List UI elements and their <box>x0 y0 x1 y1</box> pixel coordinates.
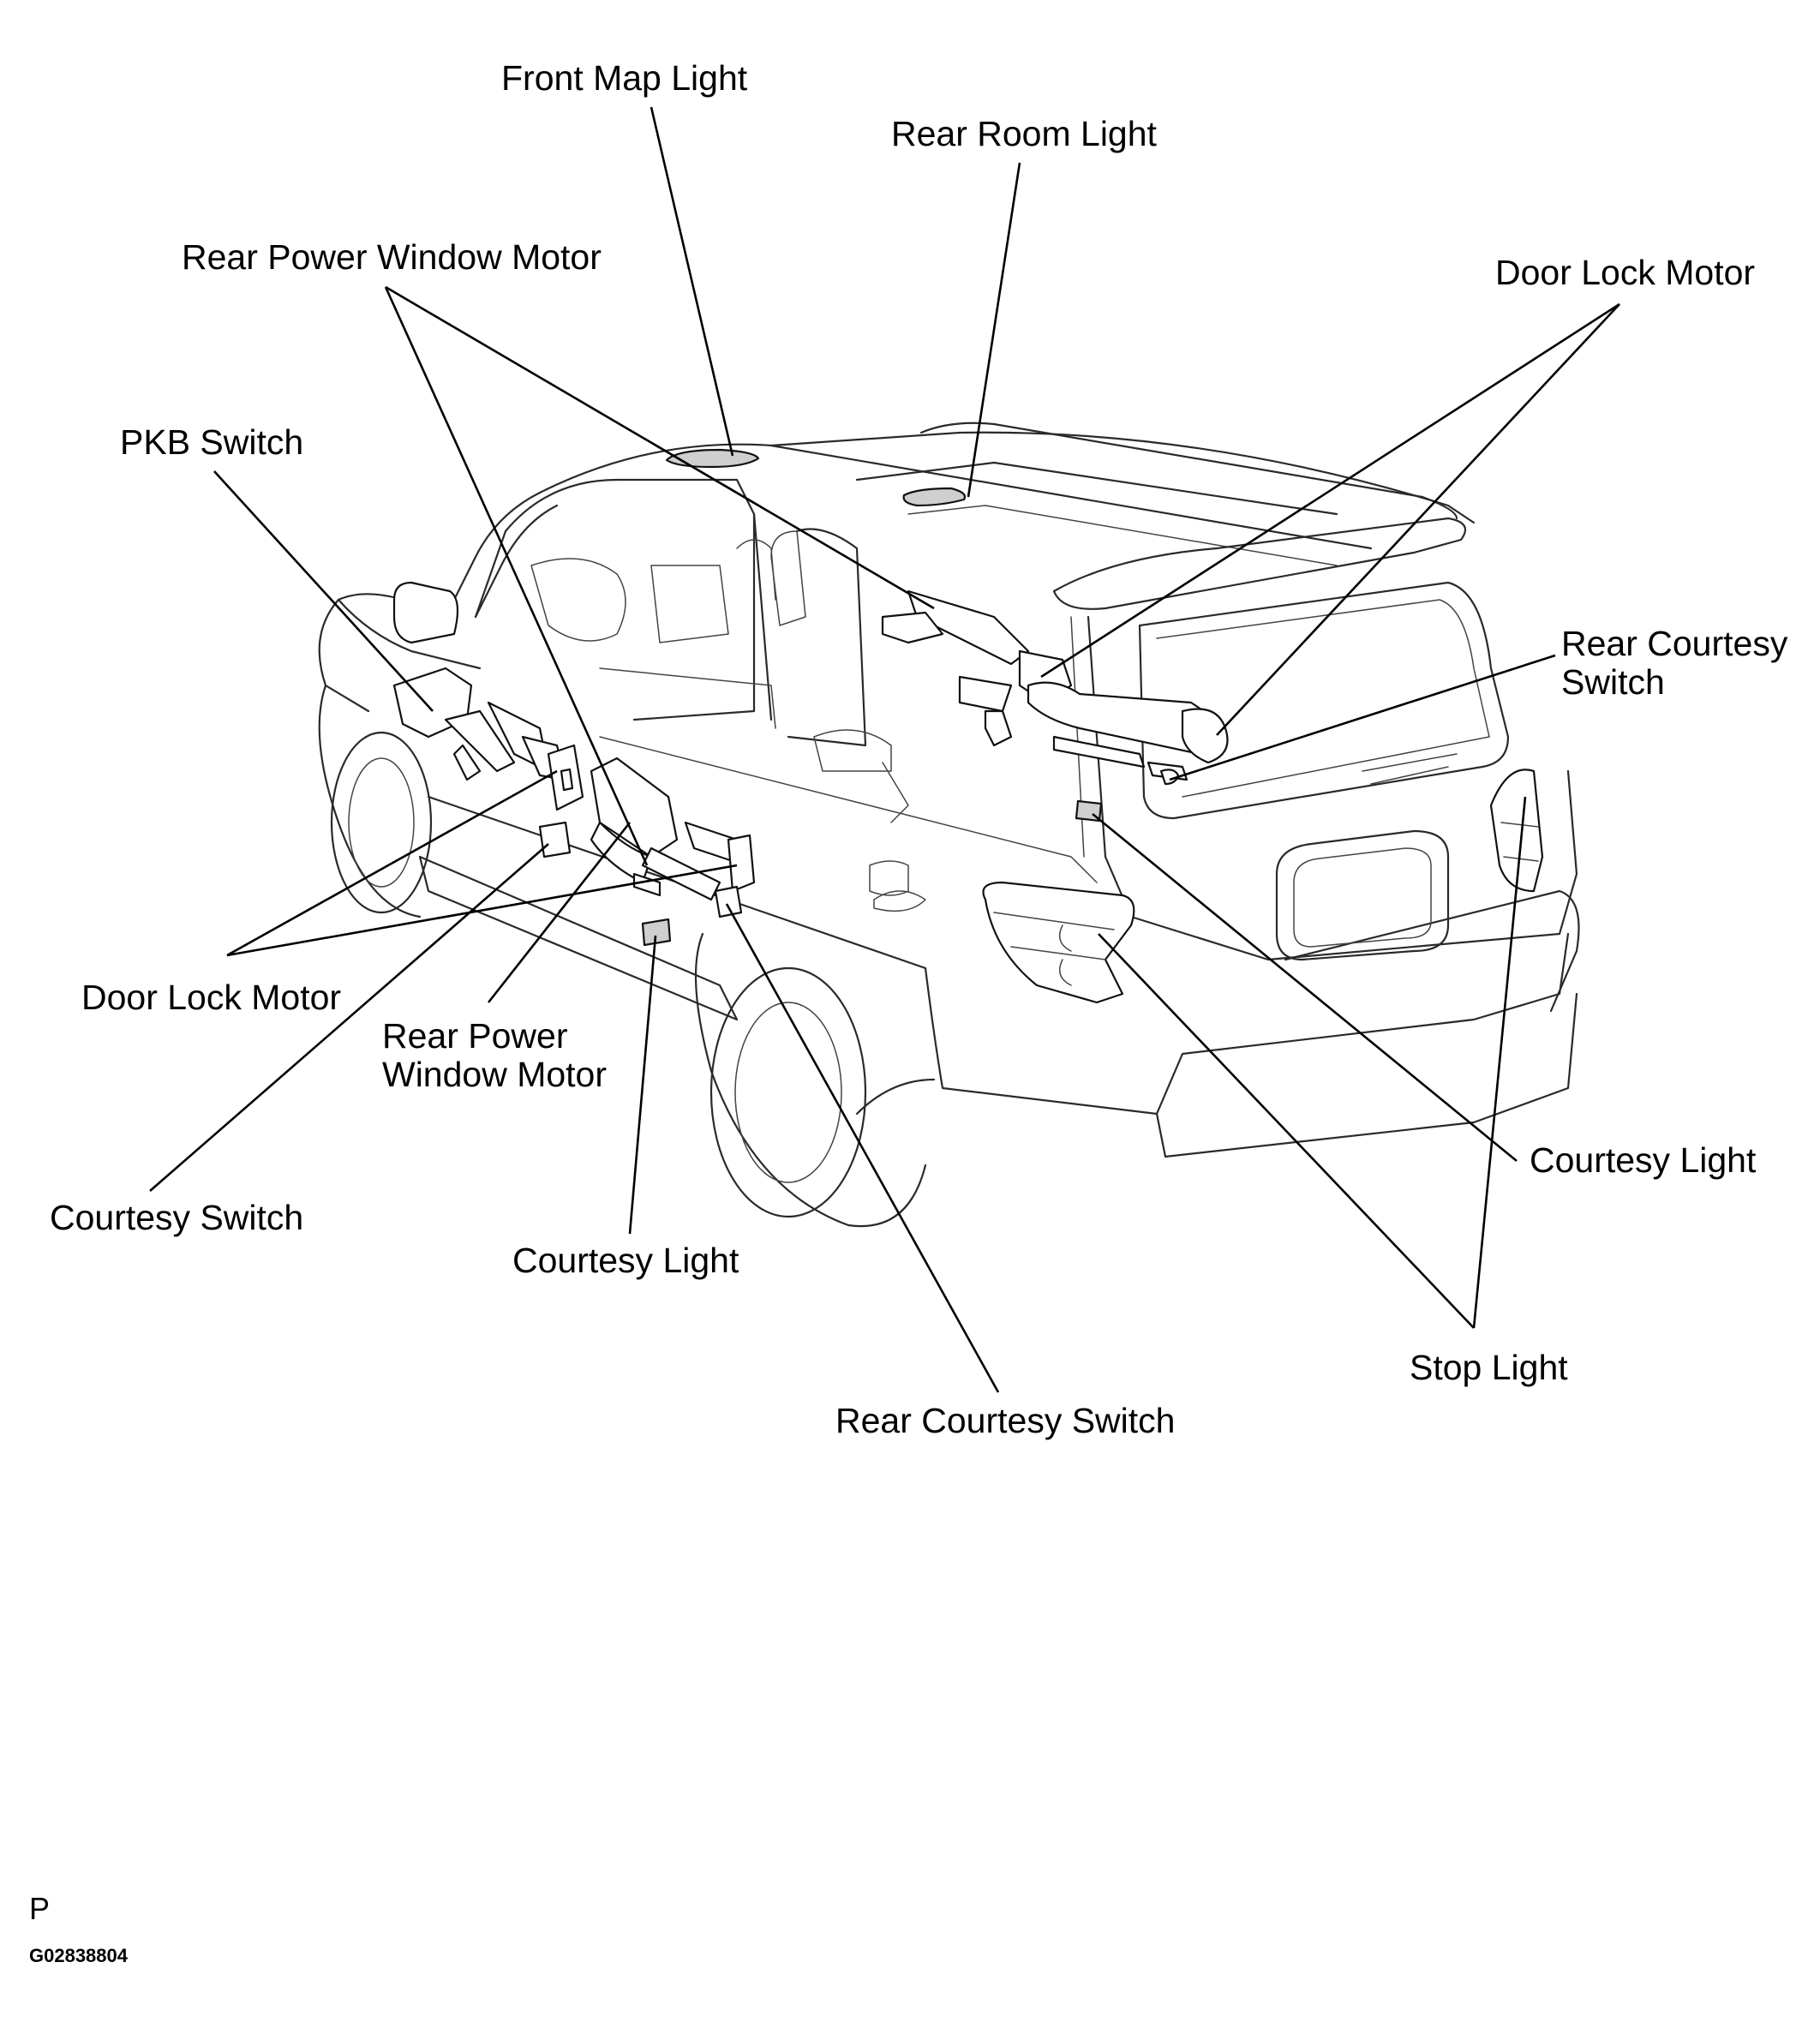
leader-rear-room-light <box>967 162 1021 498</box>
label-rear-courtesy-switch-right-line1: Rear Courtesy <box>1561 624 1788 663</box>
label-courtesy-switch: Courtesy Switch <box>50 1198 303 1237</box>
leader-rear-power-window-motor-top-a <box>385 285 935 610</box>
leader-rear-courtesy-switch-bottom <box>725 903 1000 1393</box>
label-front-map-light: Front Map Light <box>501 58 748 98</box>
label-stop-light: Stop Light <box>1410 1348 1568 1387</box>
leader-rear-courtesy-switch-right <box>1169 654 1556 781</box>
leader-courtesy-switch <box>149 843 549 1192</box>
label-rear-power-window-motor-left-line1: Rear Power <box>382 1016 567 1056</box>
label-rear-power-window-motor-left-line2: Window Motor <box>382 1055 607 1094</box>
leader-door-lock-motor-left-b <box>226 864 738 957</box>
label-door-lock-motor-left: Door Lock Motor <box>81 978 341 1017</box>
front-map-light-icon <box>665 448 760 469</box>
label-courtesy-light-right: Courtesy Light <box>1530 1140 1757 1180</box>
callout-labels: Front Map Light Rear Room Light Rear Pow… <box>50 58 1788 1440</box>
label-rear-power-window-motor-top: Rear Power Window Motor <box>182 237 602 277</box>
leader-lines <box>149 106 1620 1393</box>
courtesy-light-left-icon <box>641 918 672 947</box>
label-courtesy-light-left: Courtesy Light <box>512 1241 739 1280</box>
label-rear-courtesy-switch-right-line2: Switch <box>1561 662 1665 702</box>
leader-stop-light-b <box>1472 796 1527 1329</box>
pkb-switch-icon <box>392 667 567 781</box>
leader-door-lock-motor-right-a <box>1040 302 1620 679</box>
rear-room-light-icon <box>902 487 967 507</box>
figure-code: G02838804 <box>29 1945 129 1966</box>
leader-door-lock-motor-right-b <box>1216 303 1620 736</box>
label-door-lock-motor-right: Door Lock Motor <box>1495 253 1755 292</box>
leader-pkb-switch <box>213 470 434 712</box>
label-pkb-switch: PKB Switch <box>120 422 303 462</box>
components-icon <box>392 448 1229 947</box>
page-mark: P <box>29 1891 50 1926</box>
leader-front-map-light <box>650 106 734 457</box>
label-rear-room-light: Rear Room Light <box>891 114 1158 153</box>
front-door-lock-motor-icon <box>538 744 584 858</box>
rear-power-window-motor-left-icon <box>590 757 747 901</box>
rear-door-lock-motor-left-icon <box>714 834 756 918</box>
leader-rear-power-window-motor-left <box>487 822 632 1003</box>
leader-courtesy-light-left <box>628 935 657 1235</box>
leader-stop-light-a <box>1098 933 1475 1329</box>
vehicle-outline-icon <box>318 422 1580 1228</box>
leader-door-lock-motor-left-a <box>226 769 558 957</box>
leader-courtesy-light-right <box>1092 812 1518 1163</box>
rear-door-lock-motor-right-icon <box>881 589 1229 786</box>
leader-rear-power-window-motor-top-b <box>384 286 649 866</box>
label-rear-courtesy-switch-bottom: Rear Courtesy Switch <box>835 1401 1175 1440</box>
